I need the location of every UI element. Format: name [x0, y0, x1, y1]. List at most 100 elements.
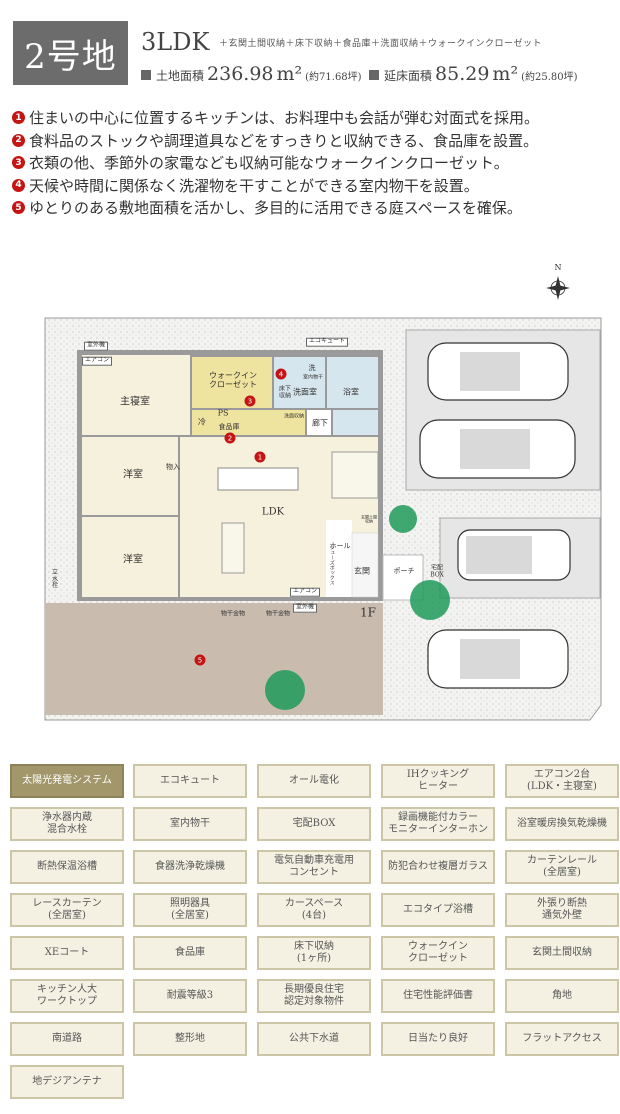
room-label-delivery-box: 宅配 BOX	[430, 564, 444, 578]
hanger-label: 物干金物	[220, 610, 246, 618]
amenity-tag: オール電化	[257, 764, 371, 798]
room-western1	[82, 437, 178, 515]
car-icons	[419, 342, 576, 689]
feature-text: 食料品のストックや調理道具などをすっきりと収納できる、食品庫を設置。	[29, 131, 539, 150]
amenity-tag: 太陽光発電システム	[10, 764, 124, 798]
point-badge-1: 1	[254, 451, 266, 463]
land-area-tsubo: (約71.68坪)	[305, 72, 362, 83]
room-label-indoor-dry: 室内物干	[302, 374, 324, 381]
amenity-tag: 浴室暖房換気乾燥機	[505, 807, 619, 841]
amenity-tag: 住宅性能評価書	[381, 979, 495, 1013]
room-label-fridge: 冷	[198, 417, 206, 427]
amenity-tag: 南道路	[10, 1022, 124, 1056]
feature-item: 1 住まいの中心に位置するキッチンは、お料理中も会話が弾む対面式を採用。	[12, 107, 539, 128]
number-badge: 2	[12, 133, 25, 147]
room-washroom	[274, 357, 325, 408]
room-label-washroom: 洗面室	[293, 387, 317, 397]
amenity-tag: 地デジアンテナ	[10, 1065, 124, 1099]
room-label-entrance-storage: 玄関土間 収納	[361, 514, 377, 524]
floor-area-tsubo: (約25.80坪)	[521, 72, 578, 83]
room-label-corridor: 廊下	[312, 418, 328, 428]
room-label-entrance: 玄関	[354, 566, 370, 576]
amenity-tag: 整形地	[133, 1022, 247, 1056]
sofa	[221, 522, 245, 574]
layout-type: 3LDK	[141, 28, 210, 56]
feature-text: 天候や時間に関係なく洗濯物を干すことができる室内物干を設置。	[29, 176, 479, 195]
room-label-wash-storage: 洗面収納	[283, 413, 305, 420]
amenity-tag: ウォークイン クローゼット	[381, 936, 495, 970]
amenity-tag: 玄関土間収納	[505, 936, 619, 970]
room-bath	[327, 357, 378, 408]
amenity-tag: エアコン2台 (LDK・主寝室)	[505, 764, 619, 798]
amenity-tag: IHクッキング ヒーター	[381, 764, 495, 798]
point-badge-5: 5	[194, 654, 206, 666]
compass-icon	[546, 276, 570, 300]
room-hall	[326, 520, 352, 597]
ac-label: エアコン	[81, 356, 113, 366]
amenity-tag: 食品庫	[133, 936, 247, 970]
amenity-tag: 電気自動車充電用 コンセント	[257, 850, 371, 884]
room-label-western1: 洋室	[123, 469, 143, 481]
amenity-tag: 外張り断熱 通気外壁	[505, 893, 619, 927]
outdoor-unit-label: 室外機	[292, 603, 318, 613]
amenity-tag: 室内物干	[133, 807, 247, 841]
amenity-tag: XEコート	[10, 936, 124, 970]
room-label-ldk: LDK	[261, 506, 285, 518]
amenity-tag: フラットアクセス	[505, 1022, 619, 1056]
amenity-tag: 浄水器内蔵 混合水栓	[10, 807, 124, 841]
room-pantry	[192, 410, 305, 435]
feature-item: 5 ゆとりのある敷地面積を活かし、多目的に活用できる庭スペースを確保。	[12, 197, 522, 218]
square-bullet-icon	[369, 70, 379, 80]
room-label-wash: 洗	[308, 364, 316, 373]
amenity-tag: 断熱保温浴槽	[10, 850, 124, 884]
room-label-ps: PS	[217, 408, 229, 418]
tree-icons	[265, 505, 450, 710]
room-label-bath: 浴室	[343, 387, 359, 397]
kitchen-counter	[217, 467, 299, 491]
amenity-tag: 録画機能付カラー モニターインターホン	[381, 807, 495, 841]
amenity-tag: キッチン人大 ワークトップ	[10, 979, 124, 1013]
land-area: 土地面積 236.98 m² (約71.68坪)	[141, 63, 362, 85]
ac-label: エアコン	[289, 587, 321, 597]
feature-text: ゆとりのある敷地面積を活かし、多目的に活用できる庭スペースを確保。	[29, 199, 522, 217]
amenity-tag: 照明器具 (全居室)	[133, 893, 247, 927]
room-western2	[82, 517, 178, 597]
number-badge: 5	[12, 201, 25, 214]
feature-text: 衣類の他、季節外の家電なども収納可能なウォークインクローゼット。	[29, 154, 509, 172]
hanger-label: 物干金物	[265, 610, 291, 618]
amenity-tag: 宅配BOX	[257, 807, 371, 841]
room-entrance	[351, 532, 379, 598]
garden	[45, 603, 383, 715]
feature-item: 2 食料品のストックや調理道具などをすっきりと収納できる、食品庫を設置。	[12, 130, 538, 151]
floor-area-unit: m²	[492, 63, 519, 85]
dining-table	[331, 451, 379, 499]
room-label-hall: ホール	[329, 542, 351, 551]
point-badge-4: 4	[275, 368, 287, 380]
amenity-tag: 耐震等級3	[133, 979, 247, 1013]
amenity-tag: カーテンレール (全居室)	[505, 850, 619, 884]
room-toilet	[333, 410, 378, 435]
point-badge-3: 3	[244, 395, 256, 407]
amenity-tag: レースカーテン (全居室)	[10, 893, 124, 927]
square-bullet-icon	[141, 70, 151, 80]
room-label-storage: 物入	[166, 463, 180, 472]
faucet-label: 立 水 栓	[51, 569, 59, 590]
room-label-wic: ウォークイン クローゼット	[209, 371, 257, 389]
room-master	[82, 355, 190, 435]
north-label: N	[555, 263, 562, 272]
room-label-pantry: 食品庫	[218, 423, 240, 432]
number-badge: 1	[12, 111, 25, 124]
room-label-western2: 洋室	[123, 554, 143, 566]
room-label-underfloor: 床下 収納	[278, 385, 292, 399]
amenity-tag: 防犯合わせ複層ガラス	[381, 850, 495, 884]
room-label-master: 主寝室	[120, 396, 150, 408]
floor-area-label: 延床面積	[384, 69, 433, 83]
layout-extras: ＋玄関土間収納＋床下収納＋食品庫＋洗面収納＋ウォークインクローゼット	[219, 39, 543, 49]
land-area-unit: m²	[276, 63, 303, 85]
floor-plan: N	[44, 263, 602, 721]
feature-text: 住まいの中心に位置するキッチンは、お料理中も会話が弾む対面式を採用。	[29, 109, 540, 127]
room-label-shoebox: シューズボックス	[328, 545, 335, 585]
floor-label: 1F	[360, 605, 376, 620]
outdoor-unit-label: 室外機	[83, 341, 109, 351]
